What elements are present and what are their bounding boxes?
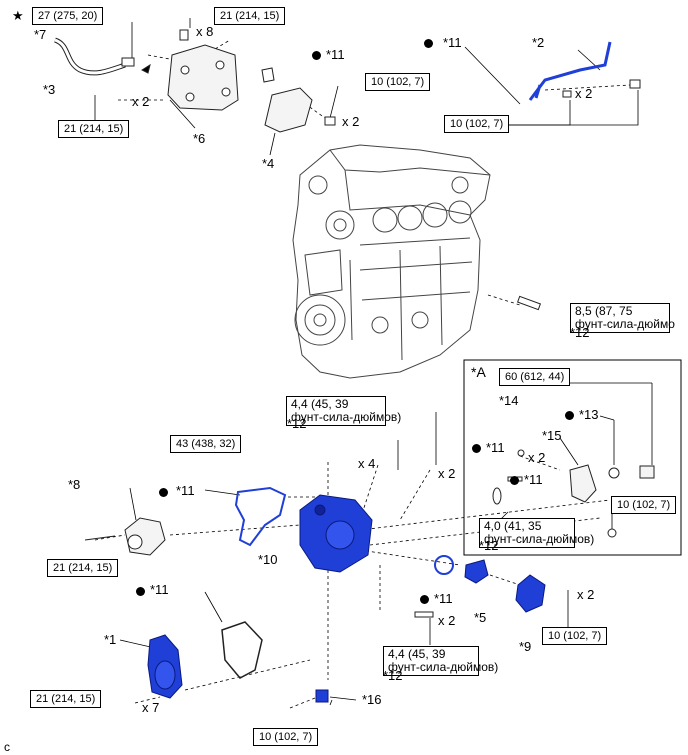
callout-13: *13: [579, 407, 599, 422]
callout-11-e: *11: [434, 591, 453, 606]
callout-4: *4: [262, 156, 275, 171]
torque-value-12: 4,0 (41, 35: [484, 519, 542, 533]
callout-14: *14: [499, 393, 519, 408]
torque-box-16: 10 (102, 7): [253, 728, 319, 746]
torque-unit-6: фунт-сила-дюймо: [575, 317, 675, 331]
water-pump-part-blue: [299, 494, 373, 573]
torque-box-2: 21 (214, 15): [214, 7, 286, 25]
callout-2: *2: [532, 35, 545, 50]
figure-ref: c: [4, 740, 10, 754]
qty-10: x 2: [577, 587, 595, 602]
engine-block-illustration: [292, 144, 491, 379]
stud-bolt: [516, 295, 542, 311]
callout-3: *3: [43, 82, 56, 97]
qty-2: x 2: [132, 94, 150, 109]
torque-box-12: 4,0 (41, 35 фунт-сила-дюймов): [479, 518, 595, 548]
cover-part: [167, 29, 239, 111]
bullet-dot-7: [472, 444, 481, 453]
housing-part-blue: [147, 634, 183, 699]
callout-12-d: *12: [383, 668, 403, 683]
qty-1: x 8: [196, 24, 214, 39]
qty-7: x 2: [528, 450, 546, 465]
bullet-dot-8: [510, 476, 519, 485]
hose-part: [53, 37, 151, 76]
callout-11-f: *11: [486, 440, 505, 455]
bullet-dot-2: [424, 39, 433, 48]
torque-box-8: 43 (438, 32): [170, 435, 242, 453]
bullet-dot-3: [159, 488, 168, 497]
torque-value-14: 4,4 (45, 39: [388, 647, 446, 661]
torque-box-13: 10 (102, 7): [542, 627, 608, 645]
torque-unit-12: фунт-сила-дюймов): [484, 532, 595, 546]
bracket-part: [261, 67, 336, 133]
callout-8: *8: [68, 477, 81, 492]
star-marker: ★: [12, 8, 24, 23]
callout-6: *6: [193, 131, 206, 146]
callout-12-c: *12: [479, 538, 499, 553]
qty-6: x 2: [438, 466, 456, 481]
callout-11-c: *11: [176, 483, 195, 498]
callout-11-g: *11: [524, 472, 543, 487]
callout-10: *10: [258, 552, 278, 567]
qty-3: x 2: [342, 114, 360, 129]
o-ring-blue: [434, 555, 454, 575]
qty-5: x 4: [358, 456, 376, 471]
gasket-part: [221, 621, 263, 679]
torque-box-7: 4,4 (45, 39 фунт-сила-дюймов): [286, 396, 402, 426]
torque-value-6: 8,5 (87, 75: [575, 304, 633, 318]
callout-12-b: *12: [287, 416, 307, 431]
callout-16: *16: [362, 692, 382, 707]
callout-15: *15: [542, 428, 562, 443]
inset-label: *A: [471, 364, 486, 380]
pipe-part-blue: [528, 41, 612, 101]
bullet-dot-5: [420, 595, 429, 604]
callout-7: *7: [34, 27, 47, 42]
torque-box-14: 4,4 (45, 39 фунт-сила-дюймов): [383, 646, 499, 676]
torque-box-4: 10 (102, 7): [365, 73, 431, 91]
leader-lines: [94, 18, 653, 706]
pipe-bolt-2: [629, 79, 641, 89]
torque-unit-7: фунт-сила-дюймов): [291, 410, 402, 424]
callout-12-a: *12: [570, 325, 590, 340]
qty-9: x 7: [142, 700, 160, 715]
pipe-bolt: [562, 90, 572, 98]
torque-box-10: 60 (612, 44): [499, 368, 571, 386]
torque-value-7: 4,4 (45, 39: [291, 397, 349, 411]
tensioner-part: [84, 517, 166, 556]
bullet-dot-1: [312, 51, 321, 60]
torque-box-9: 21 (214, 15): [47, 559, 119, 577]
bullet-dot-4: [136, 587, 145, 596]
sensor-part-blue: [315, 689, 329, 703]
callout-1: *1: [104, 632, 117, 647]
torque-box-15: 21 (214, 15): [30, 690, 102, 708]
gasket-part-blue: [234, 486, 287, 547]
qty-8: x 2: [438, 613, 456, 628]
torque-box-1: 27 (275, 20): [32, 7, 104, 25]
callout-5: *5: [474, 610, 487, 625]
stud-bolt-lower: [414, 611, 434, 618]
inlet-part-blue: [515, 574, 546, 613]
callout-11-a: *11: [326, 47, 345, 62]
callout-11-d: *11: [150, 582, 169, 597]
bullet-dot-6: [565, 411, 574, 420]
qty-4: x 2: [575, 86, 593, 101]
torque-unit-14: фунт-сила-дюймов): [388, 660, 499, 674]
inset-frame: [463, 359, 682, 556]
callout-9: *9: [519, 639, 532, 654]
torque-box-11: 10 (102, 7): [611, 496, 677, 514]
thermostat-part-blue: [464, 559, 489, 584]
torque-box-3: 21 (214, 15): [58, 120, 130, 138]
torque-box-6: 8,5 (87, 75 фунт-сила-дюймо: [570, 303, 675, 333]
callout-11-b: *11: [443, 35, 462, 50]
torque-box-5: 10 (102, 7): [444, 115, 510, 133]
